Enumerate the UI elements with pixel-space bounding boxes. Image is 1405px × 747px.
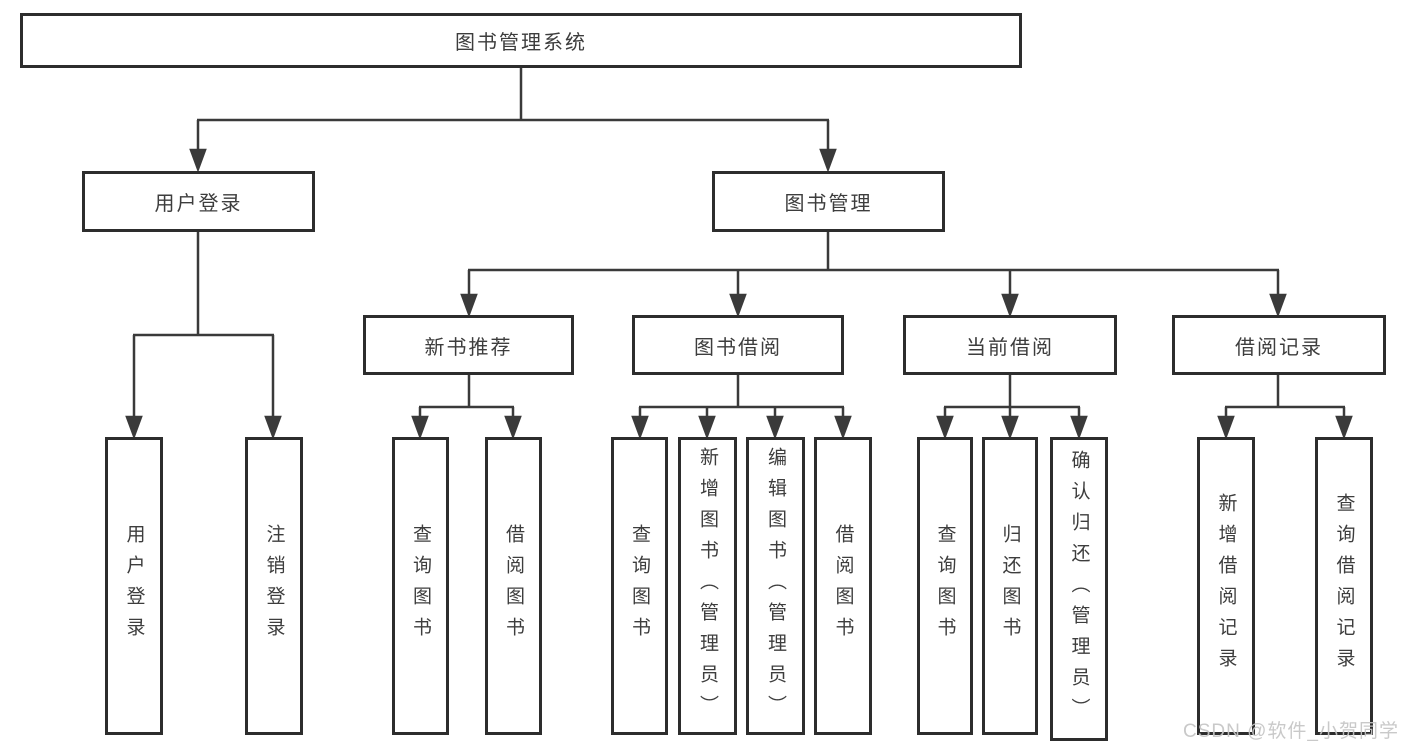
- leaf-borrow-books: 借阅图书: [814, 437, 872, 735]
- csdn-watermark: CSDN @软件_小贺同学: [1183, 721, 1399, 742]
- leaf-query-books-current: 查询图书: [917, 437, 973, 735]
- node-book-borrow: 图书借阅: [632, 315, 844, 375]
- leaf-return-books: 归还图书: [982, 437, 1038, 735]
- node-new-book-recommend: 新书推荐: [363, 315, 574, 375]
- node-current-borrow: 当前借阅: [903, 315, 1117, 375]
- leaf-user-login: 用户登录: [105, 437, 163, 735]
- leaf-add-borrow-record: 新增借阅记录: [1197, 437, 1255, 735]
- node-root-book-management-system: 图书管理系统: [20, 13, 1022, 68]
- leaf-logout: 注销登录: [245, 437, 303, 735]
- leaf-add-books-admin: 新增图书（管理员）: [678, 437, 737, 735]
- leaf-query-books-recommend: 查询图书: [392, 437, 449, 735]
- node-borrow-records: 借阅记录: [1172, 315, 1386, 375]
- leaf-confirm-return-admin: 确认归还（管理员）: [1050, 437, 1108, 741]
- leaf-edit-books-admin: 编辑图书（管理员）: [746, 437, 805, 735]
- leaf-borrow-books-recommend: 借阅图书: [485, 437, 542, 735]
- leaf-query-borrow-record: 查询借阅记录: [1315, 437, 1373, 735]
- node-user-login: 用户登录: [82, 171, 315, 232]
- node-book-management: 图书管理: [712, 171, 945, 232]
- leaf-query-books-borrow: 查询图书: [611, 437, 668, 735]
